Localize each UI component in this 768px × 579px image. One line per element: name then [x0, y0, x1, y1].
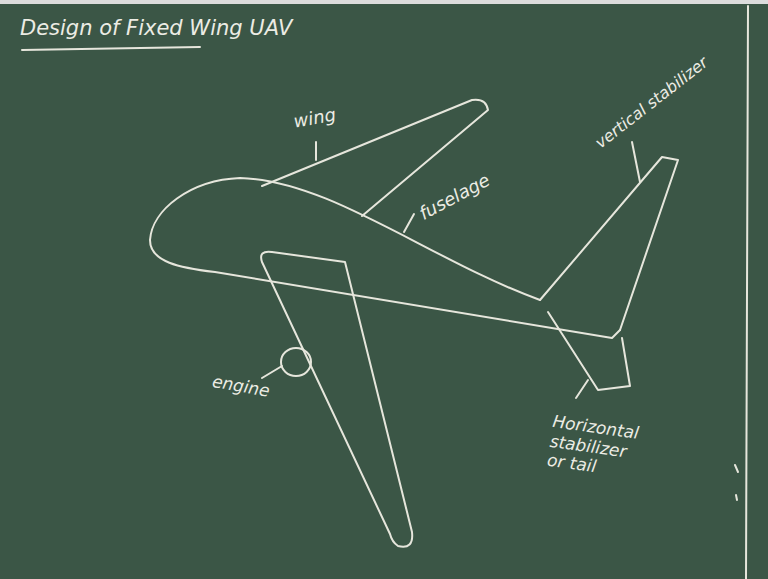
part-label: Horizontal stabilizer or tail [546, 412, 643, 483]
part-label: fuselage [416, 170, 493, 224]
part-label: engine [211, 372, 271, 401]
engine-pod [281, 348, 311, 376]
leader-line [576, 380, 588, 398]
board-divider [746, 6, 748, 579]
leader-line [315, 142, 317, 160]
leader-line [404, 214, 414, 232]
board-title: Design of Fixed Wing UAV [20, 16, 292, 40]
leader-line [632, 142, 640, 182]
title-underline [22, 47, 200, 50]
board-frame [0, 0, 768, 4]
chalk-mark [735, 465, 738, 500]
part-label: vertical stabilizer [592, 53, 712, 152]
horizontal-stabilizer [548, 312, 630, 390]
near-wing [261, 252, 412, 547]
leader-line [262, 366, 282, 378]
part-label: wing [292, 105, 338, 133]
vertical-stabilizer [540, 157, 678, 330]
